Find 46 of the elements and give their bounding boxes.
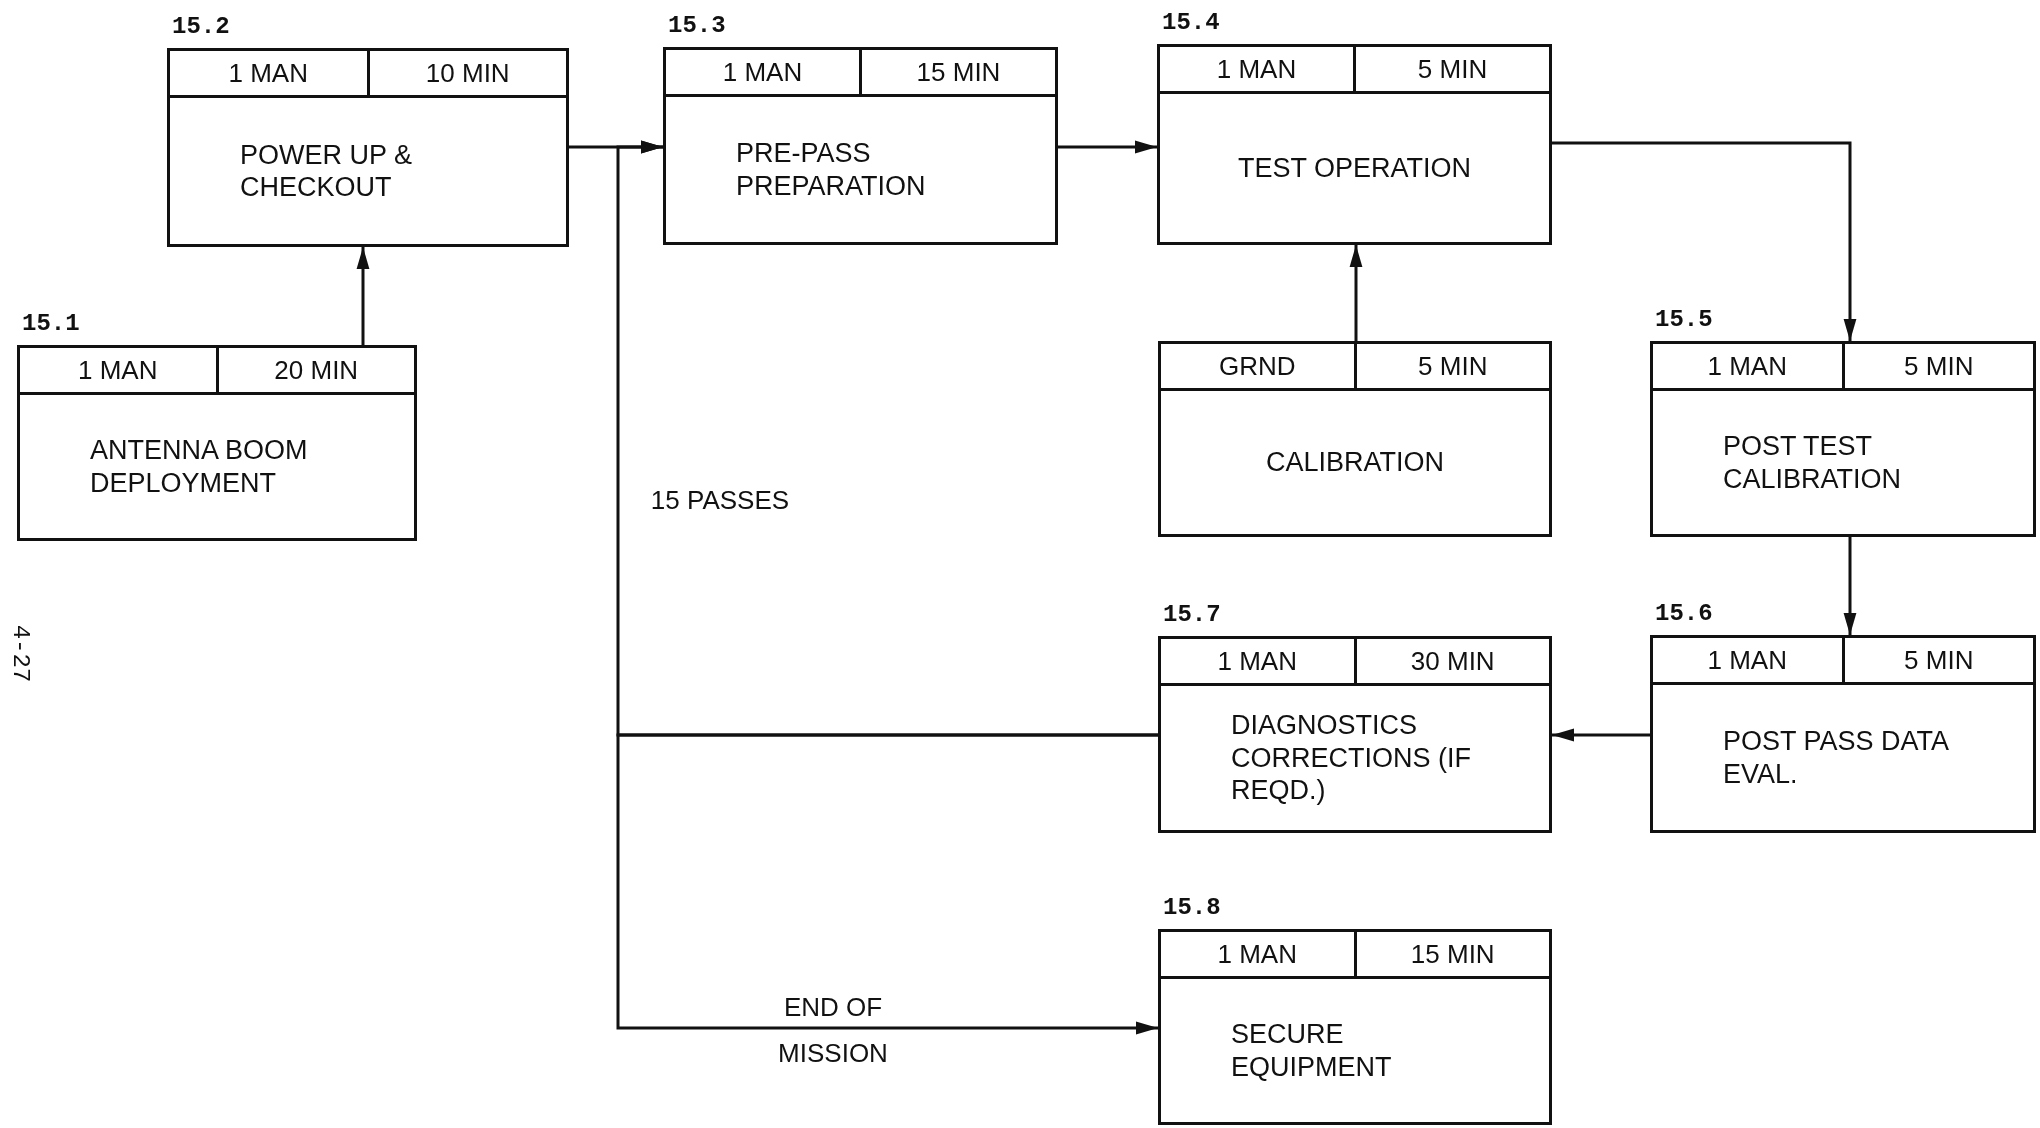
task-resource: 30 MIN xyxy=(1353,639,1549,683)
task-box xyxy=(1158,341,1552,537)
task-resource: 5 MIN xyxy=(1353,344,1549,388)
task-resource: 15 MIN xyxy=(1353,932,1549,976)
task-name: CALIBRATION xyxy=(1265,446,1445,480)
task-name: ANTENNA BOOM DEPLOYMENT xyxy=(89,434,309,500)
task-resource: 1 MAN xyxy=(721,55,804,89)
task-resource: 1 MAN xyxy=(1215,52,1298,86)
step-number: 15.4 xyxy=(1162,9,1220,36)
step-number: 15.8 xyxy=(1163,894,1221,921)
arrow xyxy=(356,247,370,345)
task-resource: 20 MIN xyxy=(215,348,414,392)
task-name: DIAGNOSTICS CORRECTIONS (IF REQD.) xyxy=(1230,709,1472,808)
task-resource: 15 MIN xyxy=(859,50,1055,94)
step-number: 15.3 xyxy=(668,12,726,39)
page-number: 4-27 xyxy=(7,624,35,683)
arrow xyxy=(1843,537,1857,635)
task-resource: 5 MIN xyxy=(1841,638,2033,682)
arrow xyxy=(616,733,1158,1035)
task-resource: GRND xyxy=(1217,349,1297,383)
edge-label: END OF MISSION xyxy=(777,991,889,1070)
task-resource: 10 MIN xyxy=(366,51,566,95)
task-resource: 5 MIN xyxy=(1353,47,1549,91)
task-name: PRE-PASS PREPARATION xyxy=(735,137,927,203)
task-resource: 5 MIN xyxy=(1841,344,2033,388)
task-resource: 1 MAN xyxy=(227,56,309,90)
task-name: POST PASS DATA EVAL. xyxy=(1722,725,1950,791)
task-name: POST TEST CALIBRATION xyxy=(1722,430,1903,496)
arrow xyxy=(1552,141,1857,341)
task-name: TEST OPERATION xyxy=(1236,151,1472,185)
arrow xyxy=(1349,245,1363,341)
step-number: 15.6 xyxy=(1655,600,1713,627)
arrow xyxy=(1552,728,1650,742)
task-name: SECURE EQUIPMENT xyxy=(1230,1018,1393,1084)
task-resource: 1 MAN xyxy=(1706,349,1788,383)
step-number: 15.1 xyxy=(22,310,80,337)
step-number: 15.5 xyxy=(1655,306,1713,333)
step-number: 15.2 xyxy=(172,13,230,40)
edge-label: 15 PASSES xyxy=(650,484,790,516)
task-resource: 1 MAN xyxy=(1216,937,1298,971)
task-resource: 1 MAN xyxy=(1706,643,1788,677)
task-name: POWER UP & CHECKOUT xyxy=(239,138,414,204)
task-resource: 1 MAN xyxy=(1216,644,1298,678)
step-number: 15.7 xyxy=(1163,601,1221,628)
task-resource: 1 MAN xyxy=(77,353,159,387)
arrow xyxy=(1058,140,1157,154)
